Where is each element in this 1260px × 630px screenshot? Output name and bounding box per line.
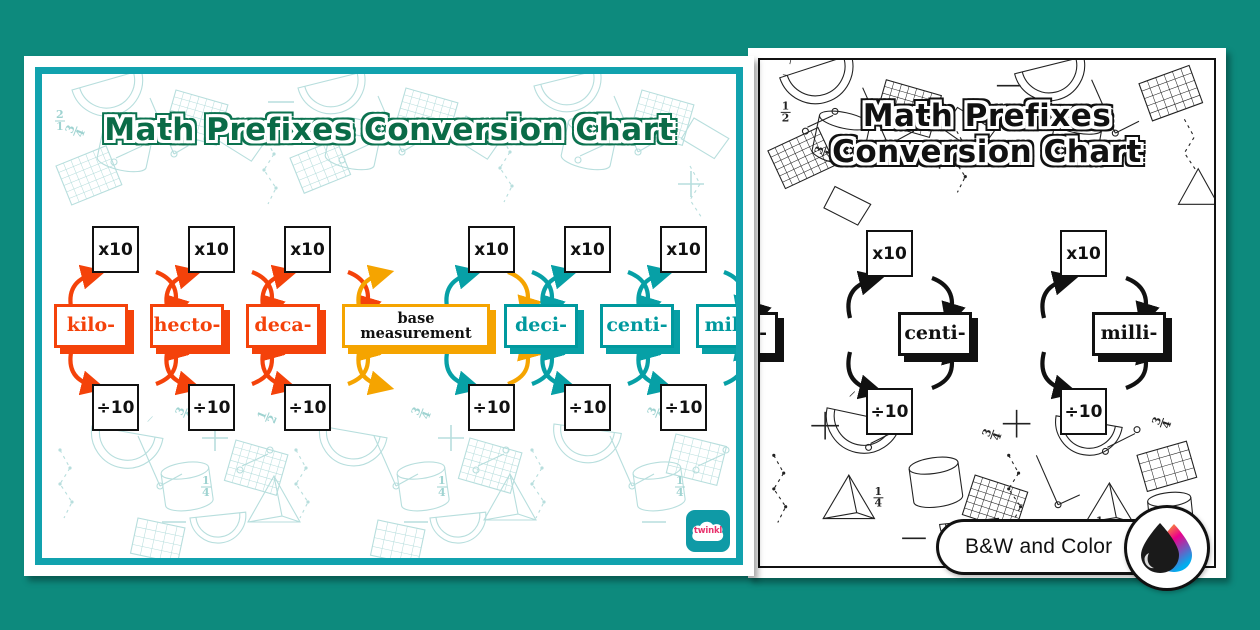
bw-divide-box: ÷10 xyxy=(866,388,913,435)
multiply-box: x10 xyxy=(468,226,515,273)
color-sheet-frame: 34 34 34 34 34 34 12 12 14 14 14 21 xyxy=(35,67,743,565)
divide-box: ÷10 xyxy=(468,384,515,431)
prefix-label: centi- xyxy=(606,314,668,337)
bw-title-wrap: Math Prefixes Conversion Chart xyxy=(760,98,1214,170)
svg-text:4: 4 xyxy=(438,486,446,499)
bw-worksheet-sheet[interactable]: 34 34 34 14 14 12 Math Prefixes Conversi… xyxy=(748,48,1226,578)
ink-drops-svg xyxy=(1141,523,1192,573)
divide-box: ÷10 xyxy=(284,384,331,431)
divide-box: ÷10 xyxy=(92,384,139,431)
divide-box: ÷10 xyxy=(564,384,611,431)
bw-prefix-label: deci- xyxy=(759,322,768,345)
prefix-label: milli- xyxy=(704,314,740,337)
bw-page-title: Math Prefixes Conversion Chart xyxy=(832,98,1142,170)
badge-label: B&W and Color xyxy=(965,535,1113,558)
divide-box: ÷10 xyxy=(660,384,707,431)
prefix-label: kilo- xyxy=(66,314,116,337)
prefix-box-milli: milli- xyxy=(696,304,740,348)
prefix-box-deca: deca- xyxy=(246,304,320,348)
bw-prefix-label: milli- xyxy=(1100,322,1158,345)
twinkl-logo[interactable]: twinkl xyxy=(686,510,730,552)
bw-multiply-box: x10 xyxy=(1060,230,1107,277)
prefix-label: hecto- xyxy=(153,314,221,337)
base-line2: measurement xyxy=(360,325,472,342)
multiply-box: x10 xyxy=(284,226,331,273)
divide-box: ÷10 xyxy=(188,384,235,431)
svg-text:1: 1 xyxy=(438,474,446,487)
bw-prefix-label: centi- xyxy=(904,322,966,345)
svg-text:1: 1 xyxy=(202,474,210,487)
multiply-box: x10 xyxy=(564,226,611,273)
page-title: Math Prefixes Conversion Chart xyxy=(104,112,674,148)
multiply-box: x10 xyxy=(92,226,139,273)
color-worksheet-sheet[interactable]: 34 34 34 34 34 34 12 12 14 14 14 21 xyxy=(24,56,754,576)
multiply-box: x10 xyxy=(188,226,235,273)
conversion-diagram: x10 x10 x10 x10 x10 x10 kilo- hecto- dec… xyxy=(54,220,740,440)
bw-multiply-box: x10 xyxy=(866,230,913,277)
prefix-box-centi: centi- xyxy=(600,304,674,348)
prefix-label: deca- xyxy=(254,314,312,337)
prefix-box-deci: deci- xyxy=(504,304,578,348)
prefix-box-kilo: kilo- xyxy=(54,304,128,348)
prefix-label: deci- xyxy=(514,314,568,337)
svg-text:1: 1 xyxy=(874,485,882,498)
svg-text:4: 4 xyxy=(874,497,882,510)
svg-text:4: 4 xyxy=(202,486,210,499)
bw-sheet-frame: 34 34 34 14 14 12 Math Prefixes Conversi… xyxy=(758,58,1216,568)
prefix-box-hecto: hecto- xyxy=(150,304,224,348)
svg-text:4: 4 xyxy=(676,486,684,499)
base-line1: base xyxy=(397,309,435,327)
twinkl-wordmark: twinkl xyxy=(693,526,723,536)
multiply-box: x10 xyxy=(660,226,707,273)
ink-drop-icon xyxy=(1124,505,1210,591)
cloud-icon: twinkl xyxy=(691,519,725,543)
bw-divide-box: ÷10 xyxy=(1060,388,1107,435)
color-title-wrap: Math Prefixes Conversion Chart xyxy=(42,112,736,148)
svg-text:1: 1 xyxy=(676,474,684,487)
